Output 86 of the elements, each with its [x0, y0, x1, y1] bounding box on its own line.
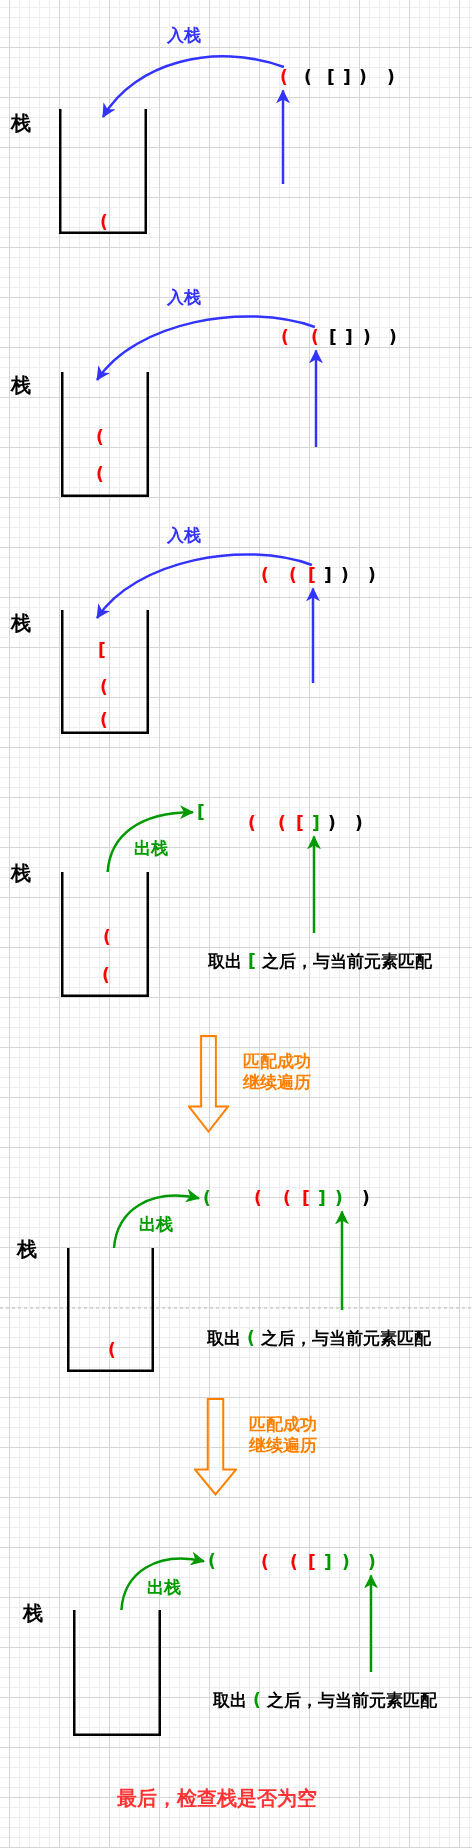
bracket: ( — [289, 565, 297, 586]
bracket: ) — [341, 565, 349, 586]
edge-label: 入栈 — [167, 525, 201, 546]
stacked-bracket: [ — [98, 640, 106, 661]
arrow — [364, 1574, 378, 1672]
note-text: 取出 [ 之后，与当前元素匹配 — [208, 951, 432, 972]
curved-arrow — [120, 1552, 205, 1611]
status-note: 匹配成功继续遍历 — [249, 1414, 318, 1456]
arrow — [306, 587, 320, 683]
bracket: [ — [302, 1188, 310, 1209]
bracket: ( — [304, 67, 312, 88]
bracket: ) — [359, 67, 367, 88]
bracket: ) — [368, 565, 376, 586]
bracket: ] — [343, 67, 351, 88]
bracket: [ — [308, 1552, 316, 1573]
curved-arrow — [96, 315, 316, 381]
edge-label: 出栈 — [147, 1577, 181, 1598]
curved-arrow — [112, 1189, 200, 1249]
arrow — [335, 1210, 349, 1310]
bracket: ) — [387, 67, 395, 88]
bracket: ) — [328, 813, 336, 834]
bracket: ) — [363, 327, 371, 348]
bracket: ) — [368, 1552, 376, 1573]
stack-container — [59, 109, 147, 234]
stack-label: 栈 — [23, 1601, 43, 1625]
bracket: [ — [296, 813, 304, 834]
curved-arrow — [106, 805, 194, 873]
stacked-bracket: ( — [100, 677, 108, 698]
stacked-bracket: ( — [100, 710, 108, 731]
popped-bracket: ( — [208, 1551, 216, 1572]
bracket: ( — [261, 565, 269, 586]
edge-label: 入栈 — [167, 287, 201, 308]
stacked-bracket: ( — [108, 1340, 116, 1361]
hollow-arrow — [194, 1398, 237, 1496]
stack-container — [61, 372, 149, 497]
bracket: [ — [308, 565, 316, 586]
stack-container — [61, 610, 149, 734]
bracket: ] — [324, 1552, 332, 1573]
curved-arrow — [101, 55, 285, 118]
bracket: ( — [261, 1552, 269, 1573]
bracket: [ — [327, 67, 335, 88]
hollow-arrow — [188, 1035, 229, 1133]
bracket: ] — [324, 565, 332, 586]
bracket: ) — [355, 813, 363, 834]
popped-bracket: ( — [203, 1188, 211, 1209]
stacked-bracket: ( — [103, 927, 111, 948]
bracket: ( — [248, 813, 256, 834]
curved-arrow — [96, 553, 313, 619]
note-text: 取出 ( 之后，与当前元素匹配 — [207, 1328, 431, 1349]
stack-container — [67, 1248, 154, 1372]
bracket: ( — [290, 1552, 298, 1573]
stacked-bracket: ( — [96, 464, 104, 485]
bracket: ( — [280, 67, 288, 88]
arrow — [309, 349, 323, 447]
bracket: ( — [281, 327, 289, 348]
bracket: ] — [312, 813, 320, 834]
stack-label: 栈 — [11, 861, 31, 885]
bracket: ) — [342, 1552, 350, 1573]
bracket: ) — [362, 1188, 370, 1209]
popped-bracket: [ — [197, 802, 205, 823]
arrow — [276, 89, 290, 184]
bracket: ( — [283, 1188, 291, 1209]
conclusion-text: 最后，检查栈是否为空 — [117, 1786, 317, 1810]
edge-label: 入栈 — [167, 25, 201, 46]
stack-container — [61, 872, 149, 997]
note-text: 取出 ( 之后，与当前元素匹配 — [213, 1690, 437, 1711]
edge-label: 出栈 — [139, 1214, 173, 1235]
arrow — [307, 835, 321, 933]
stack-label: 栈 — [11, 373, 31, 397]
stacked-bracket: ( — [96, 427, 104, 448]
stack-label: 栈 — [11, 111, 31, 135]
bracket: ( — [254, 1188, 262, 1209]
stack-label: 栈 — [17, 1237, 37, 1261]
bracket: ) — [389, 327, 397, 348]
edge-label: 出栈 — [134, 838, 168, 859]
stack-label: 栈 — [11, 611, 31, 635]
stacked-bracket: ( — [100, 212, 108, 233]
status-note: 匹配成功继续遍历 — [243, 1051, 312, 1093]
bracket: ( — [311, 327, 319, 348]
stacked-bracket: ( — [102, 965, 110, 986]
bracket: ) — [335, 1188, 343, 1209]
bracket: ( — [278, 813, 286, 834]
bracket: ] — [318, 1188, 326, 1209]
bracket: ] — [345, 327, 353, 348]
bracket: [ — [329, 327, 337, 348]
stack-container — [73, 1610, 161, 1736]
